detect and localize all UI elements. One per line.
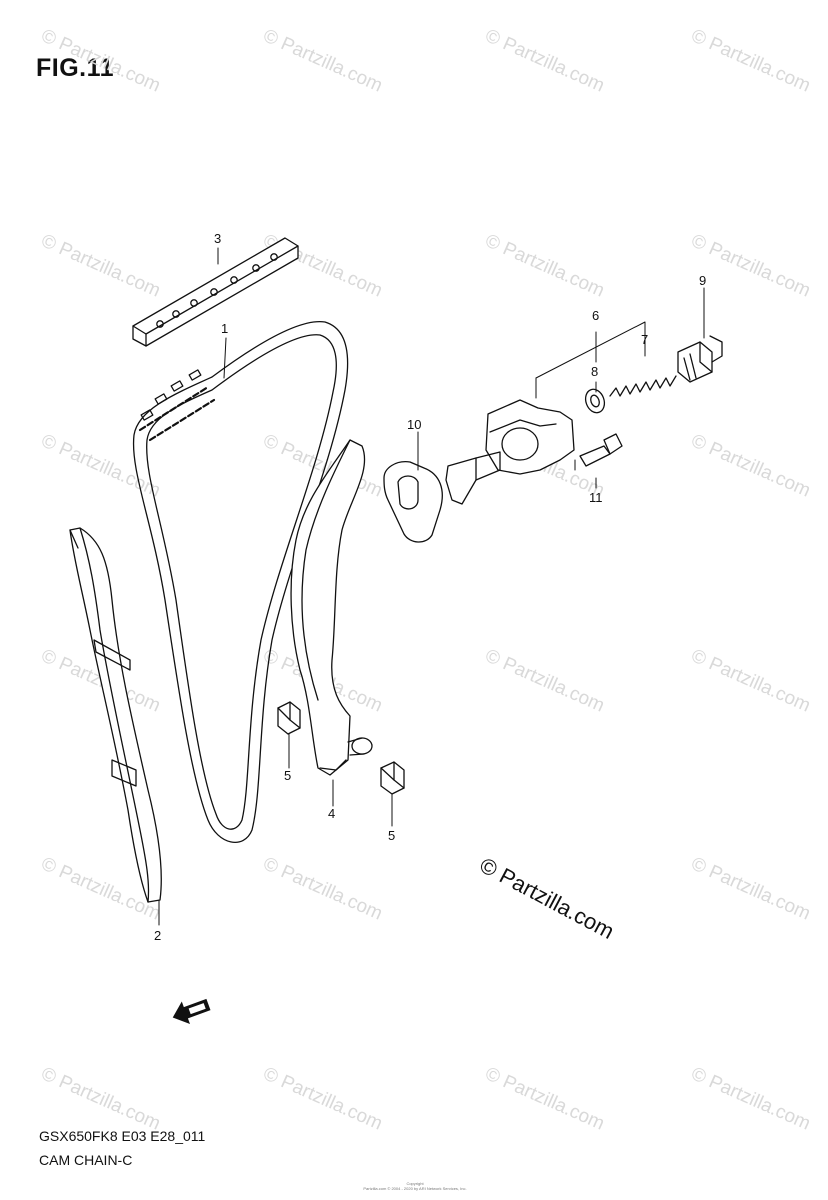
watermark: © Partzilla.com: [38, 25, 164, 96]
watermark: © Partzilla.com: [688, 230, 814, 301]
watermark: © Partzilla.com: [688, 645, 814, 716]
callout-6: 6: [592, 308, 599, 323]
part-11-bolt[interactable]: [579, 433, 623, 467]
part-5-cushion[interactable]: [380, 761, 405, 795]
diagram-code: GSX650FK8 E03 E28_011: [39, 1128, 206, 1144]
watermark: © Partzilla.com: [38, 430, 164, 501]
part-2-chain-guide[interactable]: [69, 527, 162, 903]
callout-4: 4: [328, 806, 335, 821]
callout-3: 3: [214, 231, 221, 246]
callout-10: 10: [407, 417, 421, 432]
part-10-gasket[interactable]: [383, 461, 443, 543]
watermark: © Partzilla.com: [482, 25, 608, 96]
watermark: © Partzilla.com: [688, 25, 814, 96]
callout-1: 1: [221, 321, 228, 336]
watermark-layer: © Partzilla.com © Partzilla.com © Partzi…: [38, 25, 814, 1134]
part-4-tensioner-arm[interactable]: [290, 439, 373, 776]
watermark: © Partzilla.com: [482, 1063, 608, 1134]
callout-5: 5: [284, 768, 291, 783]
watermark: © Partzilla.com: [260, 853, 386, 924]
watermark: © Partzilla.com: [38, 1063, 164, 1134]
diagram-name: CAM CHAIN-C: [39, 1152, 133, 1168]
partzilla-stamp: © Partzilla.com: [476, 852, 619, 944]
watermark: © Partzilla.com: [260, 25, 386, 96]
part-6-tensioner-body[interactable]: [445, 399, 575, 505]
part-5-cushion[interactable]: [277, 701, 301, 735]
copyright-line-1: Copyright: [406, 1181, 424, 1186]
copyright-note: Copyright Partzilla.com © 2004 - 2020 by…: [340, 1181, 490, 1191]
copyright-line-2: Partzilla.com © 2004 - 2020 by ARI Netwo…: [363, 1186, 467, 1191]
watermark: © Partzilla.com: [482, 230, 608, 301]
watermark: © Partzilla.com: [482, 645, 608, 716]
callout-5: 5: [388, 828, 395, 843]
callout-9: 9: [699, 273, 706, 288]
leader-lines: [158, 247, 705, 926]
fwd-arrow-icon: [172, 998, 211, 1025]
callout-labels: 1 2 3 4 5 5 6 7 8 9 10 11: [154, 231, 706, 943]
watermark: © Partzilla.com: [688, 1063, 814, 1134]
part-9-cap-bolt[interactable]: [677, 335, 723, 383]
callout-2: 2: [154, 928, 161, 943]
watermark: © Partzilla.com: [260, 1063, 386, 1134]
callout-11: 11: [589, 490, 603, 505]
part-1-cam-chain[interactable]: [132, 320, 349, 843]
part-7-spring[interactable]: [609, 375, 677, 397]
callout-8: 8: [591, 364, 598, 379]
callout-7: 7: [641, 332, 648, 347]
watermark: © Partzilla.com: [38, 230, 164, 301]
part-8-washer[interactable]: [582, 387, 607, 416]
part-3-guide-plate[interactable]: [132, 237, 299, 347]
watermark: © Partzilla.com: [688, 853, 814, 924]
watermark: © Partzilla.com: [688, 430, 814, 501]
figure-title: FIG.11: [36, 54, 115, 82]
